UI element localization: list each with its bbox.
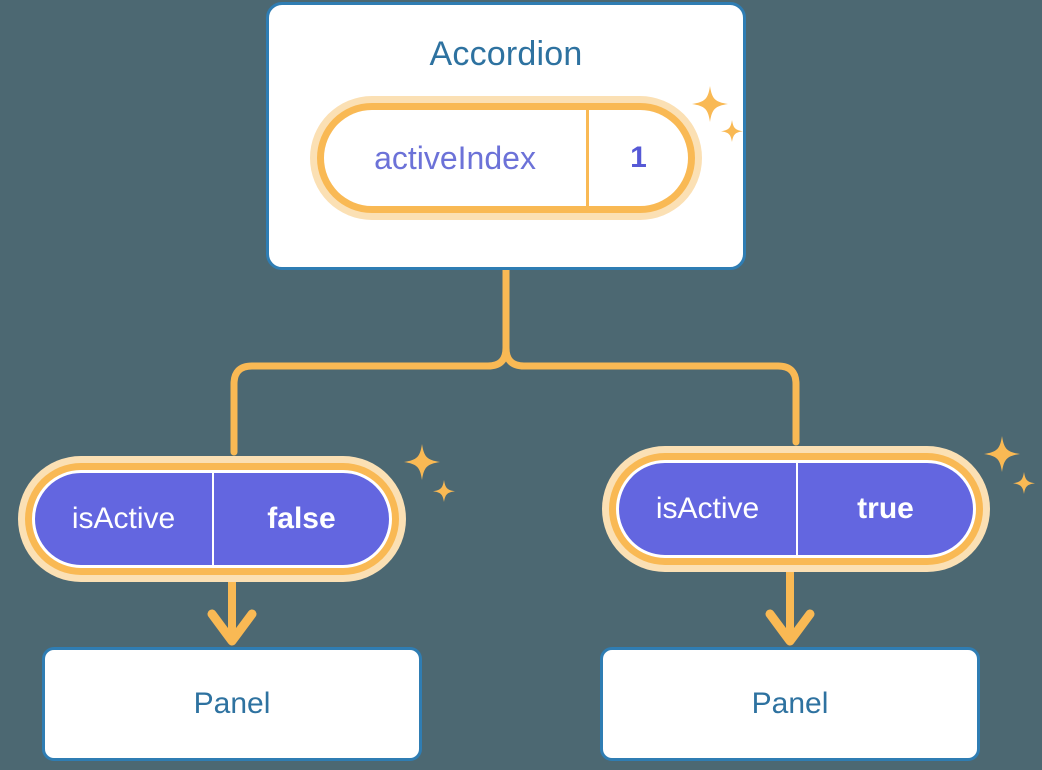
pill-ring: activeIndex 1 [317,103,695,213]
panel-card-right[interactable]: Panel [600,647,980,761]
sparkle-icon-false [404,444,455,502]
arrow-down-icon-left [207,609,257,646]
connector-left-branch [230,344,510,456]
arrow-down-icon-right [765,609,815,646]
state-pill-is-active-true[interactable]: isActive true [602,446,990,572]
panel-title: Panel [751,687,829,720]
state-pill-key: isActive [35,473,214,565]
pill-body: isActive true [616,460,976,558]
pill-ring: isActive true [609,453,983,565]
panel-card-left[interactable]: Panel [42,647,422,761]
state-pill-key: isActive [619,463,798,555]
state-pill-value: false [267,502,336,535]
state-pill-key: activeIndex [324,110,589,206]
state-pill-active-index[interactable]: activeIndex 1 [310,96,702,220]
panel-title: Panel [193,687,271,720]
pill-body: isActive false [32,470,392,568]
accordion-title: Accordion [429,35,583,73]
connector-right-branch [502,344,800,446]
pill-body: activeIndex 1 [324,110,688,206]
state-pill-value: 1 [630,141,647,174]
pill-ring: isActive false [25,463,399,575]
state-pill-value: true [857,492,914,525]
state-pill-is-active-false[interactable]: isActive false [18,456,406,582]
